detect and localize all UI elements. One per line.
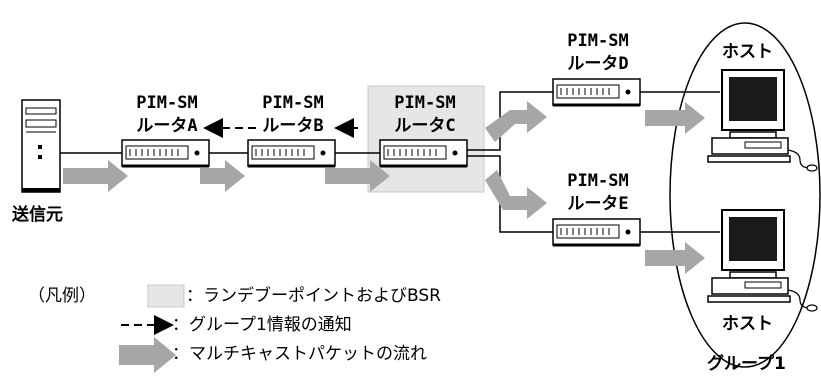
- router-label-a: PIM-SM ルータA: [124, 92, 210, 138]
- router-label-c: PIM-SM ルータC: [382, 92, 468, 138]
- router-device-a: [122, 140, 209, 166]
- router-label-d-line1: PIM-SM: [553, 30, 643, 53]
- router-label-c-line1: PIM-SM: [382, 92, 468, 115]
- router-device-d: [553, 79, 640, 105]
- legend-rp-text: ：ランデブーポイントおよびBSR: [186, 286, 441, 306]
- source-server-icon: [22, 100, 60, 192]
- router-label-b: PIM-SM ルータB: [250, 92, 336, 138]
- legend-notify-text: ：グループ1情報の通知: [172, 315, 352, 335]
- router-device-e: [553, 219, 640, 245]
- router-device-b: [248, 140, 335, 166]
- host-pc-top: [708, 70, 817, 171]
- router-label-d: PIM-SM ルータD: [553, 30, 643, 76]
- flow-arrow: [645, 242, 705, 274]
- router-label-e-line1: PIM-SM: [553, 170, 643, 193]
- flow-arrow: [485, 170, 547, 219]
- router-label-c-line2: ルータC: [382, 115, 468, 138]
- router-label-e-line2: ルータE: [553, 193, 643, 216]
- router-label-b-line1: PIM-SM: [250, 92, 336, 115]
- group-label: グループ1: [707, 354, 786, 374]
- router-label-d-line2: ルータD: [553, 53, 643, 76]
- legend-flow-text: ：マルチキャストパケットの流れ: [172, 344, 427, 364]
- flow-arrow: [63, 160, 128, 192]
- host-label-top: ホスト: [722, 42, 773, 62]
- legend-rp-swatch: [148, 285, 184, 307]
- router-label-a-line2: ルータA: [124, 115, 210, 138]
- legend-flow-arrow: [119, 337, 176, 373]
- router-label-a-line1: PIM-SM: [124, 92, 210, 115]
- router-label-b-line2: ルータB: [250, 115, 336, 138]
- router-label-e: PIM-SM ルータE: [553, 170, 643, 216]
- source-label: 送信元: [12, 205, 63, 225]
- legend-title: （凡例）: [28, 286, 96, 306]
- host-label-bottom: ホスト: [722, 314, 773, 334]
- flow-arrow: [485, 101, 547, 142]
- host-pc-bottom: [708, 210, 817, 311]
- router-device-c: [380, 140, 467, 166]
